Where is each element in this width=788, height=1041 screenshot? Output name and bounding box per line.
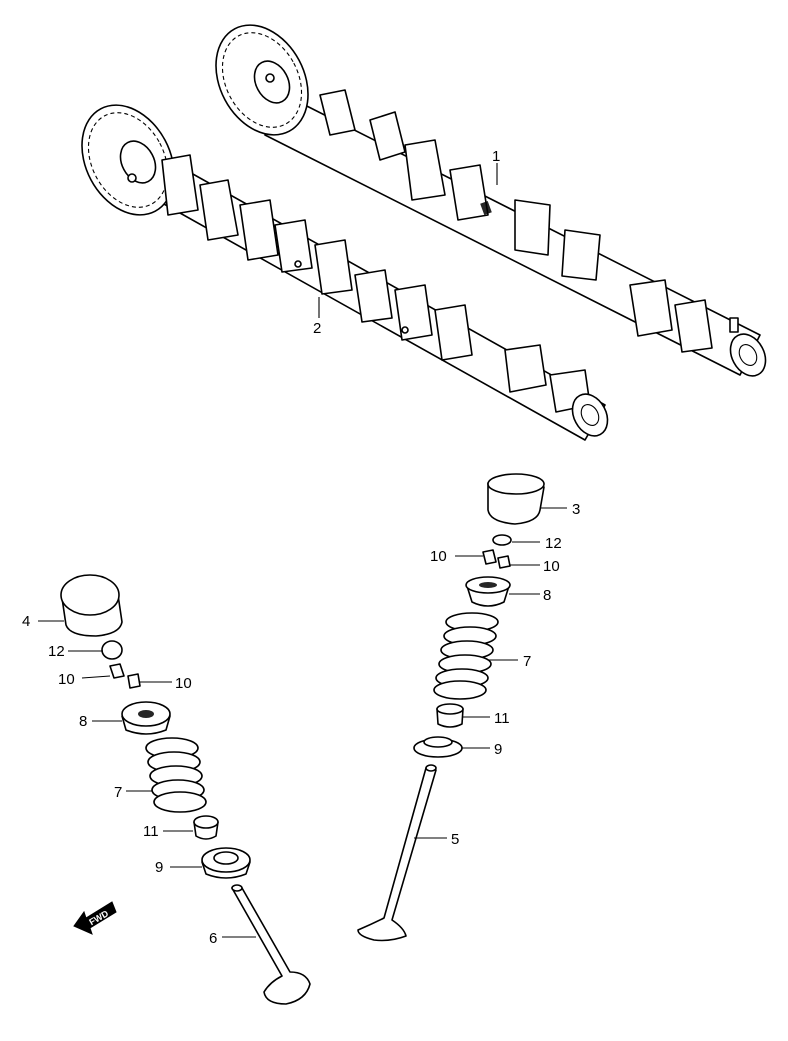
leader-lines [38,163,567,938]
tappet-4 [60,574,123,637]
callout-3: 3 [572,501,580,518]
callout-11-right: 11 [494,710,510,727]
callout-7-right: 7 [523,653,531,670]
seat-9-left [201,847,251,879]
callout-5: 5 [451,831,459,848]
callout-7-left: 7 [114,784,122,801]
shim-12-right [492,534,512,546]
retainer-8-right [465,576,511,607]
callout-4: 4 [22,613,30,630]
callout-12-left: 12 [48,643,65,660]
seal-11-right [436,703,464,728]
spring-7-left [145,737,207,813]
callout-2: 2 [313,320,321,337]
callout-10-right-b: 10 [543,558,560,575]
camshaft-1 [215,24,767,377]
callout-9-left: 9 [155,859,163,876]
seat-9-right [413,736,463,758]
spring-7-right [433,612,499,700]
callout-labels: 1 2 3 4 12 12 10 10 10 10 8 8 7 7 11 11 … [22,148,580,947]
valve-6 [231,884,311,1005]
callout-6: 6 [209,930,217,947]
camshaft-2 [81,104,609,441]
seal-11-left [193,815,219,840]
callout-8-left: 8 [79,713,87,730]
callout-11-left: 11 [143,823,159,840]
callout-8-right: 8 [543,587,551,604]
callout-9-right: 9 [494,741,502,758]
valve-5 [357,764,437,942]
callout-1: 1 [492,148,500,165]
fwd-arrow-icon: FWD [73,901,117,935]
cotter-10-right [482,549,511,569]
callout-10-left-b: 10 [175,675,192,692]
tappet-3 [487,473,545,525]
cotter-10-left [109,663,141,689]
callout-10-right-a: 10 [430,548,447,565]
retainer-8-left [121,701,171,735]
callout-10-left-a: 10 [58,671,75,688]
callout-12-right: 12 [545,535,562,552]
shim-12-left [101,640,123,660]
